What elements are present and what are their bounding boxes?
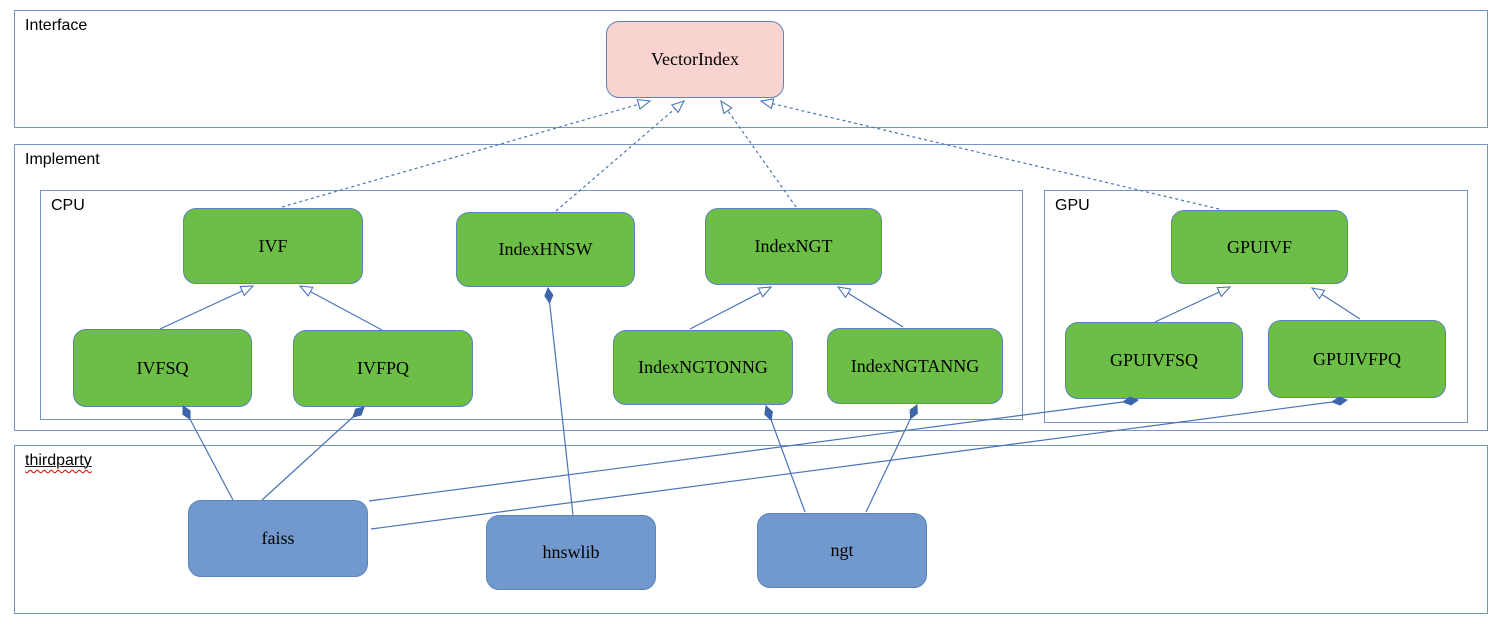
node-label-IndexNGTANNG: IndexNGTANNG <box>850 355 980 376</box>
group-label-thirdparty: thirdparty <box>25 452 92 470</box>
group-label-text-cpu: CPU <box>51 197 85 214</box>
node-label-ngt: ngt <box>830 540 854 560</box>
node-VectorIndex: VectorIndex <box>606 21 784 98</box>
node-label-IndexNGTONNG: IndexNGTONNG <box>638 357 768 377</box>
group-label-interface: Interface <box>25 17 87 35</box>
node-label-IVFPQ: IVFPQ <box>356 358 409 378</box>
node-label-IVFSQ: IVFSQ <box>136 357 189 378</box>
node-label-GPUIVFSQ: GPUIVFSQ <box>1109 350 1199 370</box>
group-label-text-interface: Interface <box>25 17 88 34</box>
node-label-IndexNGT: IndexNGT <box>754 236 833 256</box>
node-IVFPQ: IVFPQ <box>293 330 473 407</box>
node-label-IVF: IVF <box>258 235 288 256</box>
group-label-text-implement: Implement <box>25 151 100 168</box>
node-IndexNGTANNG: IndexNGTANNG <box>827 328 1003 404</box>
node-GPUIVFSQ: GPUIVFSQ <box>1065 322 1243 399</box>
node-label-IndexHNSW: IndexHNSW <box>498 239 593 259</box>
node-label-GPUIVF: GPUIVF <box>1226 236 1292 257</box>
node-GPUIVF: GPUIVF <box>1171 210 1348 284</box>
group-label-text-thirdparty: thirdparty <box>25 452 92 469</box>
group-label-cpu: CPU <box>51 197 85 215</box>
node-label-faiss: faiss <box>261 528 295 548</box>
group-label-implement: Implement <box>25 151 100 169</box>
node-IndexHNSW: IndexHNSW <box>456 212 635 287</box>
node-IVFSQ: IVFSQ <box>73 329 252 407</box>
node-faiss: faiss <box>188 500 368 577</box>
node-IndexNGT: IndexNGT <box>705 208 882 285</box>
node-IndexNGTONNG: IndexNGTONNG <box>613 330 793 405</box>
node-label-VectorIndex: VectorIndex <box>651 49 739 69</box>
node-label-hnswlib: hnswlib <box>542 542 600 562</box>
node-label-GPUIVFPQ: GPUIVFPQ <box>1312 348 1402 369</box>
node-hnswlib: hnswlib <box>486 515 656 590</box>
node-ngt: ngt <box>757 513 927 588</box>
group-label-gpu: GPU <box>1055 197 1090 215</box>
node-GPUIVFPQ: GPUIVFPQ <box>1268 320 1446 398</box>
group-label-text-gpu: GPU <box>1055 197 1090 214</box>
node-IVF: IVF <box>183 208 363 284</box>
